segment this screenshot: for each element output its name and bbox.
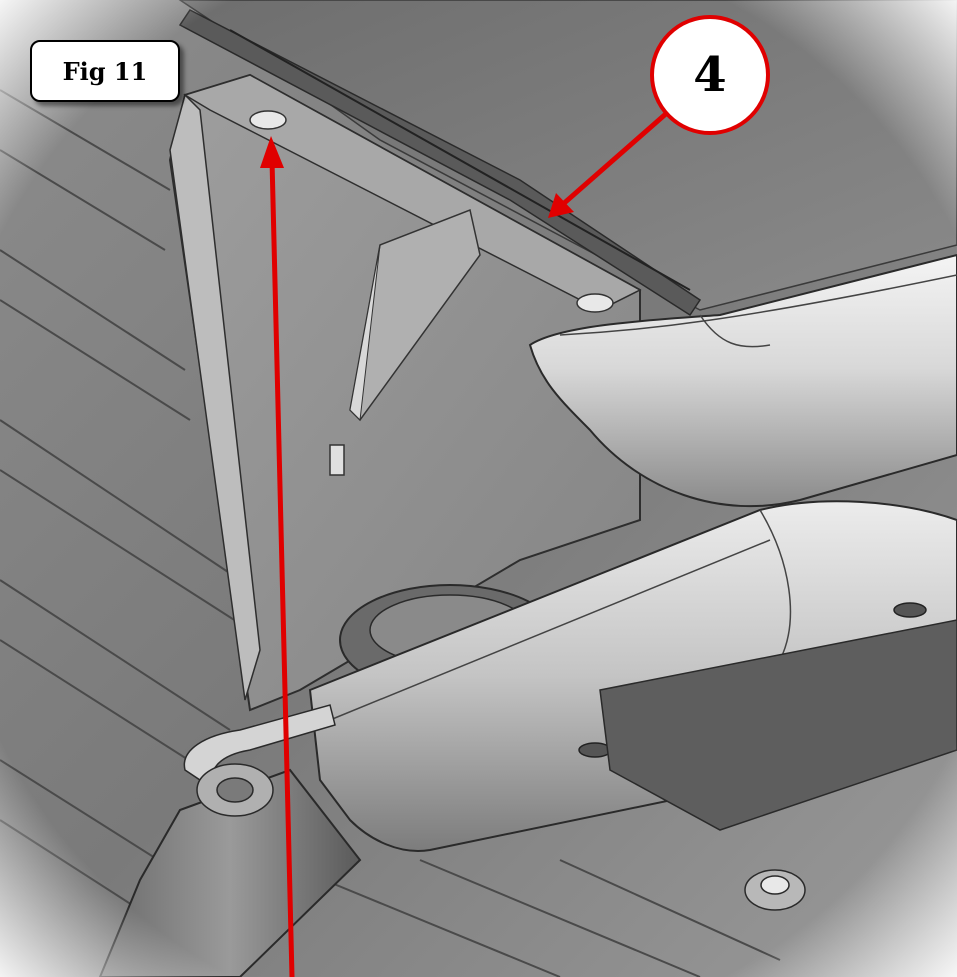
pointer-arrow-mount (260, 136, 295, 977)
figure-label: Fig 11 (30, 40, 180, 102)
callout-arrow-4 (548, 110, 670, 218)
callout-bubble: 4 (650, 15, 770, 135)
